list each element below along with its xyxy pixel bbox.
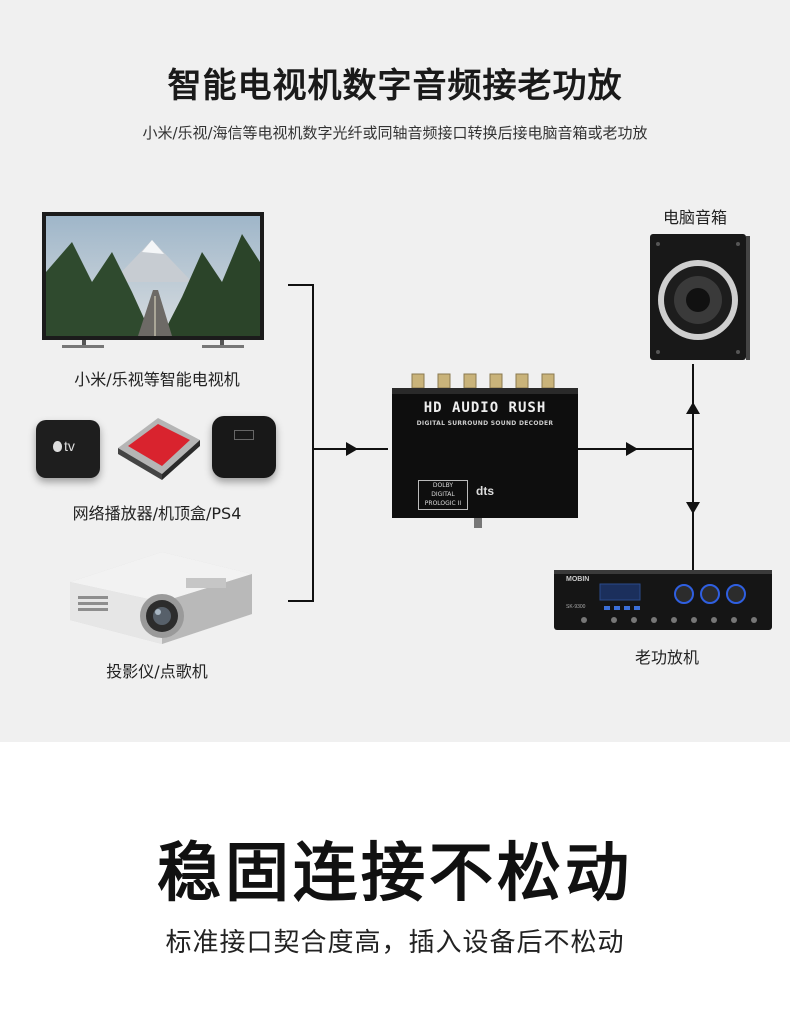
speaker-arrow-icon xyxy=(686,402,700,414)
source-bracket-vertical xyxy=(312,284,314,602)
output-arrow-icon xyxy=(626,442,638,456)
set-top-box-badge xyxy=(234,430,254,440)
apple-logo-icon xyxy=(53,441,62,452)
output-vertical xyxy=(692,364,694,574)
decoder-tagline: DIGITAL SURROUND SOUND DECODER xyxy=(416,420,554,427)
audio-decoder-image xyxy=(392,373,578,528)
dolby-logo: DOLBY DIGITAL PROLOGIC II xyxy=(418,480,468,510)
dts-logo: dts xyxy=(476,484,494,498)
source-bracket-top xyxy=(288,284,314,286)
amplifier-label: 老功放机 xyxy=(634,648,699,667)
tv-label: 小米/乐视等智能电视机 xyxy=(74,370,240,389)
speaker-label: 电脑音箱 xyxy=(662,208,727,227)
speaker-image xyxy=(650,234,750,360)
feature-title: 稳固连接不松动 xyxy=(157,837,633,911)
apple-tv-text: tv xyxy=(64,438,75,454)
page-subtitle: 小米/乐视/海信等电视机数字光纤或同轴音频接口转换后接电脑音箱或老功放 xyxy=(142,124,648,142)
player-label: 网络播放器/机顶盒/PS4 xyxy=(72,504,242,523)
page-title: 智能电视机数字音频接老功放 xyxy=(167,66,623,106)
feature-panel xyxy=(0,742,790,1010)
apple-tv-box: tv xyxy=(36,420,100,478)
source-bracket-bottom xyxy=(288,600,314,602)
amplifier-model: SK-9300 xyxy=(566,604,586,610)
set-top-box xyxy=(212,416,276,478)
feature-subtitle: 标准接口契合度高，插入设备后不松动 xyxy=(165,928,625,958)
digital-text: DIGITAL xyxy=(431,491,455,498)
amplifier-image xyxy=(554,570,772,630)
input-arrow-icon xyxy=(346,442,358,456)
prologic-text: PROLOGIC II xyxy=(424,500,462,507)
amplifier-brand: MOBIN xyxy=(566,576,590,583)
smart-tv-image xyxy=(42,212,264,348)
projector-label: 投影仪/点歌机 xyxy=(106,662,208,681)
projector-image xyxy=(70,552,252,644)
decoder-brand: HD AUDIO RUSH xyxy=(423,400,547,416)
amplifier-arrow-icon xyxy=(686,502,700,514)
dolby-text: DOLBY xyxy=(432,482,454,489)
red-media-box xyxy=(118,418,200,480)
